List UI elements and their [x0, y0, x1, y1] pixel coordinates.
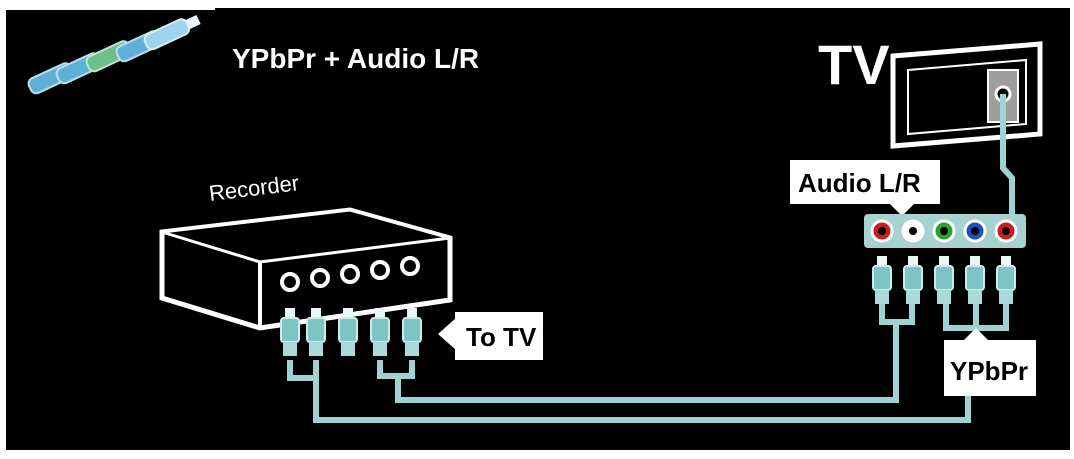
recorder-ports — [280, 256, 420, 292]
tv-plug — [872, 256, 892, 304]
tv-plug — [996, 256, 1016, 304]
tv-jack-center — [1002, 227, 1010, 235]
tv-jack-center — [909, 227, 917, 235]
tv-jack-center — [940, 227, 948, 235]
recorder-plug — [370, 308, 390, 356]
recorder-plug — [306, 308, 326, 356]
audio-text: Audio L/R — [798, 168, 921, 198]
recorder-plug — [280, 308, 300, 356]
recorder-device — [159, 207, 453, 331]
recorder-port — [310, 268, 330, 288]
ypbpr-callout: YPbPr — [944, 328, 1036, 396]
tv-jack-center — [971, 227, 979, 235]
recorder-plugs — [280, 308, 422, 356]
recorder-plug — [338, 308, 358, 356]
audio-callout: Audio L/R — [790, 160, 940, 216]
to-tv-callout: To TV — [438, 312, 543, 360]
tv-plug — [903, 256, 923, 304]
tv-label: TV — [818, 33, 890, 96]
diagram-title: YPbPr + Audio L/R — [232, 43, 479, 74]
tv-jack-center — [878, 227, 886, 235]
tv-plug — [965, 256, 985, 304]
tv-plug — [934, 256, 954, 304]
recorder-cables — [287, 320, 971, 423]
recorder-port — [400, 256, 420, 276]
tv-icon — [890, 41, 1043, 149]
tv-plugs — [872, 256, 1016, 304]
to-tv-text: To TV — [466, 322, 537, 352]
ypbpr-text: YPbPr — [950, 356, 1028, 386]
connector-bundle-icon — [27, 14, 201, 95]
tv-cable — [1000, 94, 1015, 218]
tv-jacks — [870, 219, 1018, 243]
recorder-port — [370, 260, 390, 280]
recorder-port — [340, 264, 360, 284]
recorder-port — [280, 272, 300, 292]
recorder-plug — [402, 308, 422, 356]
